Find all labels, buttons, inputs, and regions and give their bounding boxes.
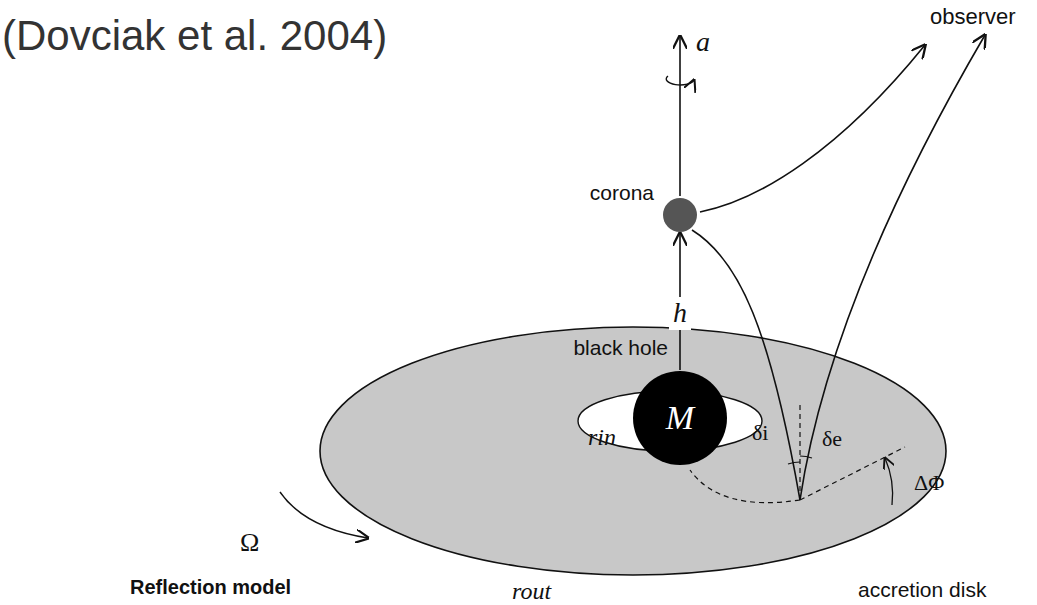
corona-circle [663,198,697,232]
citation: (Dovciak et al. 2004) [2,12,387,60]
black-hole-circle [633,371,727,465]
emission-angle: δe [822,426,842,451]
black-hole: black holeM [632,370,728,466]
inner-radius: rin [588,424,616,452]
outer-radius: rout [512,578,551,605]
corona-sphere: corona [662,197,698,233]
angular-velocity: Ω [240,528,259,558]
disk-ellipse [320,327,946,575]
edge-label: h [669,297,691,329]
spin-label: a [696,26,710,58]
node-label: corona [590,181,654,205]
corona-sphere-outline [662,197,698,233]
mass-symbol: M [632,370,728,466]
direct-ray [700,45,925,212]
incidence-angle: δi [752,420,768,445]
accretion-disk-outline [318,325,948,577]
observer-label: observer [930,4,1016,29]
azimuth-angle: ΔΦ [914,470,944,495]
node-label: black hole [573,336,668,360]
figure-title: Reflection model [130,576,291,599]
node-label: accretion disk [858,578,986,602]
accretion-disk: accretion diskblack holeM [318,325,948,577]
spin-arrow [666,76,694,85]
spin-axis [679,36,681,196]
